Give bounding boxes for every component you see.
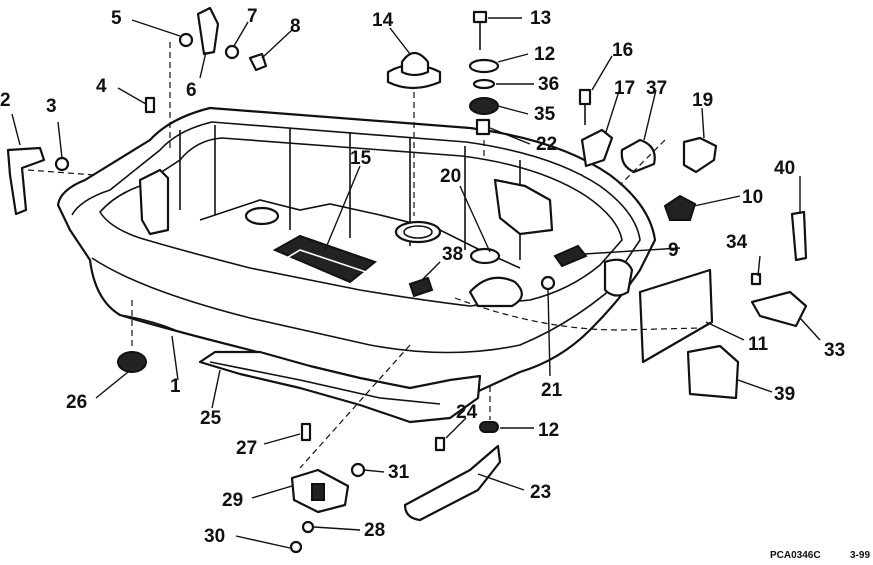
callout-17: 17 — [614, 78, 635, 99]
reference-date: 3-99 — [850, 550, 870, 561]
callout-27: 27 — [236, 438, 257, 459]
callout-14: 14 — [372, 10, 394, 31]
plate-11 — [638, 268, 714, 364]
callout-12b: 12 — [538, 420, 559, 441]
callout-29: 29 — [222, 490, 243, 511]
callout-12a: 12 — [534, 44, 555, 65]
callout-15: 15 — [350, 148, 372, 169]
bracket-29-slot — [311, 483, 325, 501]
washer-12b — [479, 421, 499, 433]
callout-26: 26 — [66, 392, 87, 413]
callout-16: 16 — [612, 40, 633, 61]
callout-9: 9 — [668, 240, 679, 261]
callout-10: 10 — [742, 187, 763, 208]
bracket-33 — [750, 290, 808, 328]
callout-7: 7 — [247, 6, 258, 27]
bottom-seal — [198, 350, 482, 424]
callout-30: 30 — [204, 526, 225, 547]
callout-6: 6 — [186, 80, 197, 101]
washer-7 — [224, 44, 240, 60]
screw-34 — [750, 272, 762, 286]
callout-11: 11 — [748, 334, 769, 355]
grommet-26 — [117, 351, 147, 373]
callout-21: 21 — [541, 380, 563, 401]
reference-code: PCA0346C — [770, 550, 821, 561]
fastener-stack — [468, 10, 500, 136]
grommet-14 — [386, 51, 442, 90]
callout-1: 1 — [170, 376, 181, 397]
screw-30 — [289, 540, 303, 554]
callout-3: 3 — [46, 96, 57, 117]
callout-33: 33 — [824, 340, 845, 361]
callout-35: 35 — [534, 104, 556, 125]
washer-3 — [54, 156, 70, 172]
washer-5 — [178, 32, 194, 48]
callout-8: 8 — [290, 16, 301, 37]
screw-27 — [300, 422, 312, 442]
callout-2: 2 — [0, 90, 11, 111]
callout-31: 31 — [388, 462, 410, 483]
fitting-9 — [553, 244, 588, 268]
callout-4: 4 — [96, 76, 107, 97]
callout-19: 19 — [692, 90, 713, 111]
screw-21 — [540, 275, 556, 291]
callout-34: 34 — [726, 232, 748, 253]
callout-5: 5 — [111, 8, 122, 29]
assembly-lines — [27, 42, 701, 469]
nut-31 — [350, 462, 366, 478]
callout-38: 38 — [442, 244, 463, 265]
washer-28 — [301, 520, 315, 534]
latch-hook-6 — [196, 6, 220, 56]
callout-23: 23 — [530, 482, 551, 503]
screw-4 — [144, 96, 156, 114]
callout-40: 40 — [774, 158, 795, 179]
filter-pad — [272, 234, 378, 284]
clip-40 — [790, 210, 808, 262]
callout-37: 37 — [646, 78, 667, 99]
latch-parts-right — [578, 88, 718, 221]
callout-labels: 5 6 7 8 4 3 2 14 13 12 36 35 22 16 17 37… — [0, 6, 870, 561]
callout-24: 24 — [456, 402, 478, 423]
callout-39: 39 — [774, 384, 795, 405]
callout-22: 22 — [536, 134, 557, 155]
leader-lines — [11, 17, 821, 549]
lower-engine-cover — [56, 106, 657, 398]
callout-28: 28 — [364, 520, 385, 541]
callout-20: 20 — [440, 166, 461, 187]
callout-13: 13 — [530, 8, 551, 29]
callout-36: 36 — [538, 74, 559, 95]
bracket-39 — [686, 344, 740, 400]
screw-24 — [434, 436, 446, 452]
mount-bracket-23 — [403, 444, 502, 522]
callout-25: 25 — [200, 408, 222, 429]
latch-lever-2 — [6, 146, 46, 216]
